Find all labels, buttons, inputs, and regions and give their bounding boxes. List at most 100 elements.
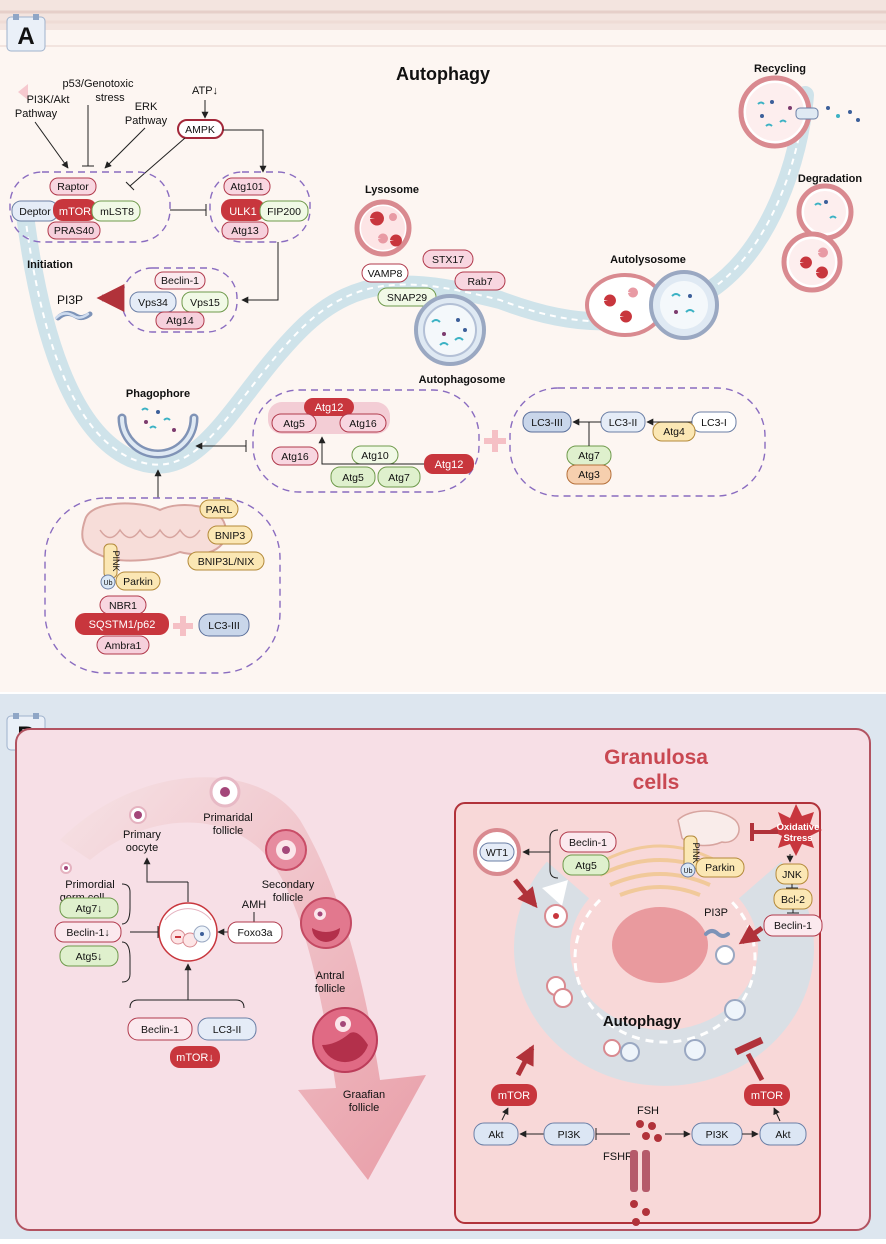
parl-label: PARL [206,504,233,516]
lc3-iii-mito-label: LC3-III [208,620,240,632]
plus-sign-a1 [484,430,506,452]
degradation: Degradation [781,173,862,293]
akt-left-label: Akt [488,1129,503,1141]
mitophagy-box: PARL BNIP3 BNIP3L/NIX PINK Ub Parkin NBR… [44,497,281,674]
recycling-label: Recycling [754,63,806,75]
p53-label-2: stress [95,92,125,104]
secondary-follicle-label-1: Secondary [262,879,315,891]
atg5-cell-label: Atg5 [575,860,597,872]
granulosa-title-1: Granulosa [604,746,708,769]
mtor-left-label: mTOR [498,1090,530,1102]
primary-oocyte-label-2: oocyte [126,842,158,854]
pi3k-right-label: PI3K [706,1129,729,1141]
beclin1-cell-label: Beclin-1 [569,837,607,849]
p53-label-1: p53/Genotoxic [63,78,134,90]
atg12-conjugation-system: Atg12 Atg5 Atg16 Atg16 Atg10 Atg5 Atg7 A… [252,389,480,493]
atg5-label: Atg5 [342,472,364,484]
panel-b: B Granulosa cells Primordial germ cell P… [0,692,886,1239]
pink-b-label: PINK [691,842,701,863]
vamp8-label: VAMP8 [368,268,403,280]
panel-a: A Autophagy PI3K/Akt Pathway p53/Genotox… [0,0,886,692]
ampk-node [177,119,224,139]
mlst8-label: mLST8 [100,206,134,218]
primary-oocyte-label-1: Primary [123,829,161,841]
raptor-label: Raptor [57,181,89,193]
upstream-signals: PI3K/Akt Pathway p53/Genotoxic stress ER… [15,78,267,191]
pi3p-a: PI3P [54,284,125,321]
vps15-label: Vps15 [190,297,220,309]
oxidative-stress-label-2: Stress [783,833,812,844]
primordial-germ-cell-label-1: Primordial [65,879,115,891]
nbr1-label: NBR1 [109,600,137,612]
mtorc1-complex: Raptor Deptor mTOR mLST8 PRAS40 [9,171,171,243]
pi3k-akt-label-2: Pathway [15,108,58,120]
atg7-label: Atg7 [388,472,410,484]
deptor-label: Deptor [19,206,51,218]
parkin-label: Parkin [123,576,153,588]
phagophore: Phagophore [117,388,199,459]
graafian-follicle-label-1: Graafian [343,1089,385,1101]
pi3k-akt-label-1: PI3K/Akt [27,94,70,106]
primordial-follicle-label-1: Primaridal [203,812,253,824]
phagophore-label: Phagophore [126,388,190,400]
akt-right-label: Akt [775,1129,790,1141]
atg16-top-label: Atg16 [349,418,377,430]
atg14-label: Atg14 [166,315,194,327]
atg3-label: Atg3 [578,469,600,481]
atg5-down-label: Atg5↓ [76,951,103,963]
bottom-regulators: Beclin-1 LC3-II mTOR↓ [127,999,257,1068]
bnip3-label: BNIP3 [215,530,246,542]
vps34-label: Vps34 [138,297,168,309]
beclin1-complex: Beclin-1 Vps34 Vps15 Atg14 [121,267,238,333]
ampk-label: AMPK [185,124,215,136]
ulk1-label: ULK1 [229,206,257,218]
panel-a-badge: A [6,14,46,52]
left-regulators: Atg7↓ Beclin-1↓ Atg5↓ [54,883,159,983]
lysosome-label: Lysosome [365,184,419,196]
atg12-top-label: Atg12 [315,402,344,414]
graafian-follicle-label-2: follicle [349,1102,380,1114]
antral-follicle-label-1: Antral [316,970,345,982]
degradation-label: Degradation [798,173,862,185]
lysosome: Lysosome [354,184,419,257]
beclin1-b2-label: Beclin-1 [774,920,812,932]
fip200-label: FIP200 [267,206,301,218]
atg4-label: Atg4 [663,426,685,438]
snare-proteins: STX17 VAMP8 Rab7 SNAP29 [361,249,506,307]
autophagosome-label: Autophagosome [419,374,506,386]
lc3-ii-b-label: LC3-II [213,1024,242,1036]
oxidative-stress-label-1: Oxidative [777,822,820,833]
ulk1-complex: Atg101 ULK1 FIP200 Atg13 [209,171,311,243]
pi3k-left-label: PI3K [558,1129,581,1141]
pink-label: PINK [111,550,121,571]
ub-label: Ub [104,580,113,587]
fshr-label: FSHR [603,1151,633,1163]
autolysosome-label: Autolysosome [610,254,686,266]
lc3-i-label: LC3-I [701,417,727,429]
autolysosome: Autolysosome [585,254,719,340]
membrane-track [16,86,814,474]
initiation-label: Initiation [27,259,73,271]
antral-follicle-label-2: follicle [315,983,346,995]
lc3-iii-label: LC3-III [531,417,563,429]
panel-a-letter: A [17,23,34,50]
follicle-stages: Primordial germ cell Primary oocyte Prim… [60,776,385,1114]
beclin1-b-label: Beclin-1 [141,1024,179,1036]
primordial-follicle-label-2: follicle [213,825,244,837]
ub-b-label: Ub [684,868,693,875]
atg13-label: Atg13 [231,225,259,237]
pras40-label: PRAS40 [54,225,94,237]
fsh-label: FSH [637,1105,659,1117]
snap29-label: SNAP29 [387,292,427,304]
pi3p-label: PI3P [57,293,83,307]
lc3-conjugation-system: LC3-III LC3-II LC3-I Atg4 Atg7 Atg3 [509,387,766,497]
atp-label: ATP↓ [192,85,218,97]
cell-autophagy-label: Autophagy [603,1013,682,1030]
granulosa-title-2: cells [633,771,680,794]
atg12-label: Atg12 [435,459,464,471]
amh-foxo3a: AMH Foxo3a [227,899,283,944]
wt1-label: WT1 [486,847,508,859]
oocyte-autophagy-cell [158,902,218,962]
atg16-label: Atg16 [281,451,309,463]
